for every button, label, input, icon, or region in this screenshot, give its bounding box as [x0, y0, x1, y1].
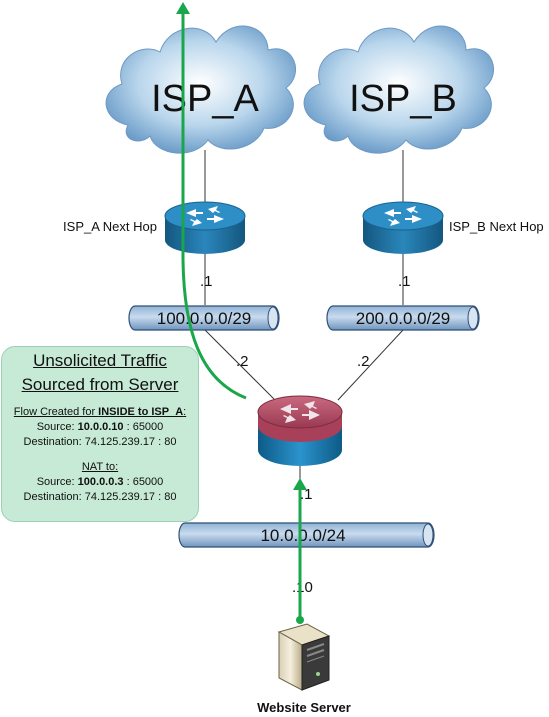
network-segment-a: 100.0.0.0/29	[128, 305, 280, 331]
flow-origin-dot	[296, 616, 304, 624]
flow-created-line: Flow Created for INSIDE to ISP_A:	[2, 405, 198, 420]
edge-router	[257, 395, 343, 466]
router-arrows-icon	[384, 206, 422, 226]
info-title-line1: Unsolicited Traffic	[33, 351, 167, 370]
network-segment-inside: 10.0.0.0/24	[178, 522, 435, 548]
link-net-b-edge	[337, 329, 404, 401]
router-isp-b	[362, 201, 444, 254]
cloud-isp-b-label: ISP_B	[349, 78, 457, 120]
network-inside-label: 10.0.0.0/24	[260, 526, 345, 545]
iface-isp-b-router: .1	[398, 273, 411, 290]
flow-arrowhead-edge	[293, 478, 307, 490]
isp-a-next-hop-label: ISP_A Next Hop	[63, 219, 157, 234]
iface-edge-inside: .1	[300, 486, 313, 503]
flow-emph: INSIDE to ISP_A	[98, 406, 184, 418]
flow-source-line: Source: 10.0.0.10 : 65000	[2, 420, 198, 435]
iface-edge-to-a: .2	[236, 353, 249, 370]
cloud-isp-a: ISP_A	[105, 25, 296, 154]
nat-dest-value: 74.125.239.17 : 80	[84, 491, 177, 503]
flow-source-label: Source:	[36, 421, 78, 433]
flow-source-ip: 10.0.0.10	[77, 421, 124, 433]
flow-info-box: Unsolicited Traffic Sourced from Server …	[1, 346, 199, 522]
flow-edge-to-isp-a	[181, 14, 247, 400]
router-isp-a	[164, 201, 246, 254]
flow-dest-line: Destination: 74.125.239.17 : 80	[2, 435, 198, 450]
nat-source-port: : 65000	[123, 476, 164, 488]
flow-dest-value: 74.125.239.17 : 80	[84, 436, 177, 448]
flow-source-port: : 65000	[123, 421, 164, 433]
router-arrows-icon	[186, 206, 224, 226]
network-segment-b: 200.0.0.0/29	[326, 305, 480, 331]
cloud-isp-a-label: ISP_A	[151, 78, 259, 120]
flow-dest-label: Destination:	[23, 436, 85, 448]
link-net-a-edge	[204, 329, 276, 401]
network-a-label: 100.0.0.0/29	[157, 309, 252, 328]
nat-dest-line: Destination: 74.125.239.17 : 80	[2, 490, 198, 505]
links	[204, 150, 404, 622]
cloud-isp-b: ISP_B	[303, 25, 494, 154]
nat-source-label: Source:	[36, 476, 78, 488]
nat-source-line: Source: 100.0.0.3 : 65000	[2, 475, 198, 490]
iface-isp-a-router: .1	[200, 273, 213, 290]
flow-suffix: :	[183, 406, 187, 418]
flow-arrowhead-top	[176, 2, 190, 14]
nat-dest-label: Destination:	[23, 491, 85, 503]
website-server-label: Website Server	[257, 700, 351, 715]
nat-title: NAT to:	[81, 461, 119, 473]
traffic-flow-arrow	[181, 14, 302, 620]
flow-prefix: Flow Created for	[13, 406, 99, 418]
iface-edge-to-b: .2	[357, 353, 370, 370]
iface-server: .10	[292, 579, 313, 596]
info-title-line2: Sourced from Server	[21, 375, 179, 394]
network-b-label: 200.0.0.0/29	[356, 309, 451, 328]
server-icon	[277, 623, 331, 691]
nat-source-ip: 100.0.0.3	[77, 476, 124, 488]
router-arrows-icon	[280, 401, 320, 423]
isp-b-next-hop-label: ISP_B Next Hop	[449, 219, 544, 234]
